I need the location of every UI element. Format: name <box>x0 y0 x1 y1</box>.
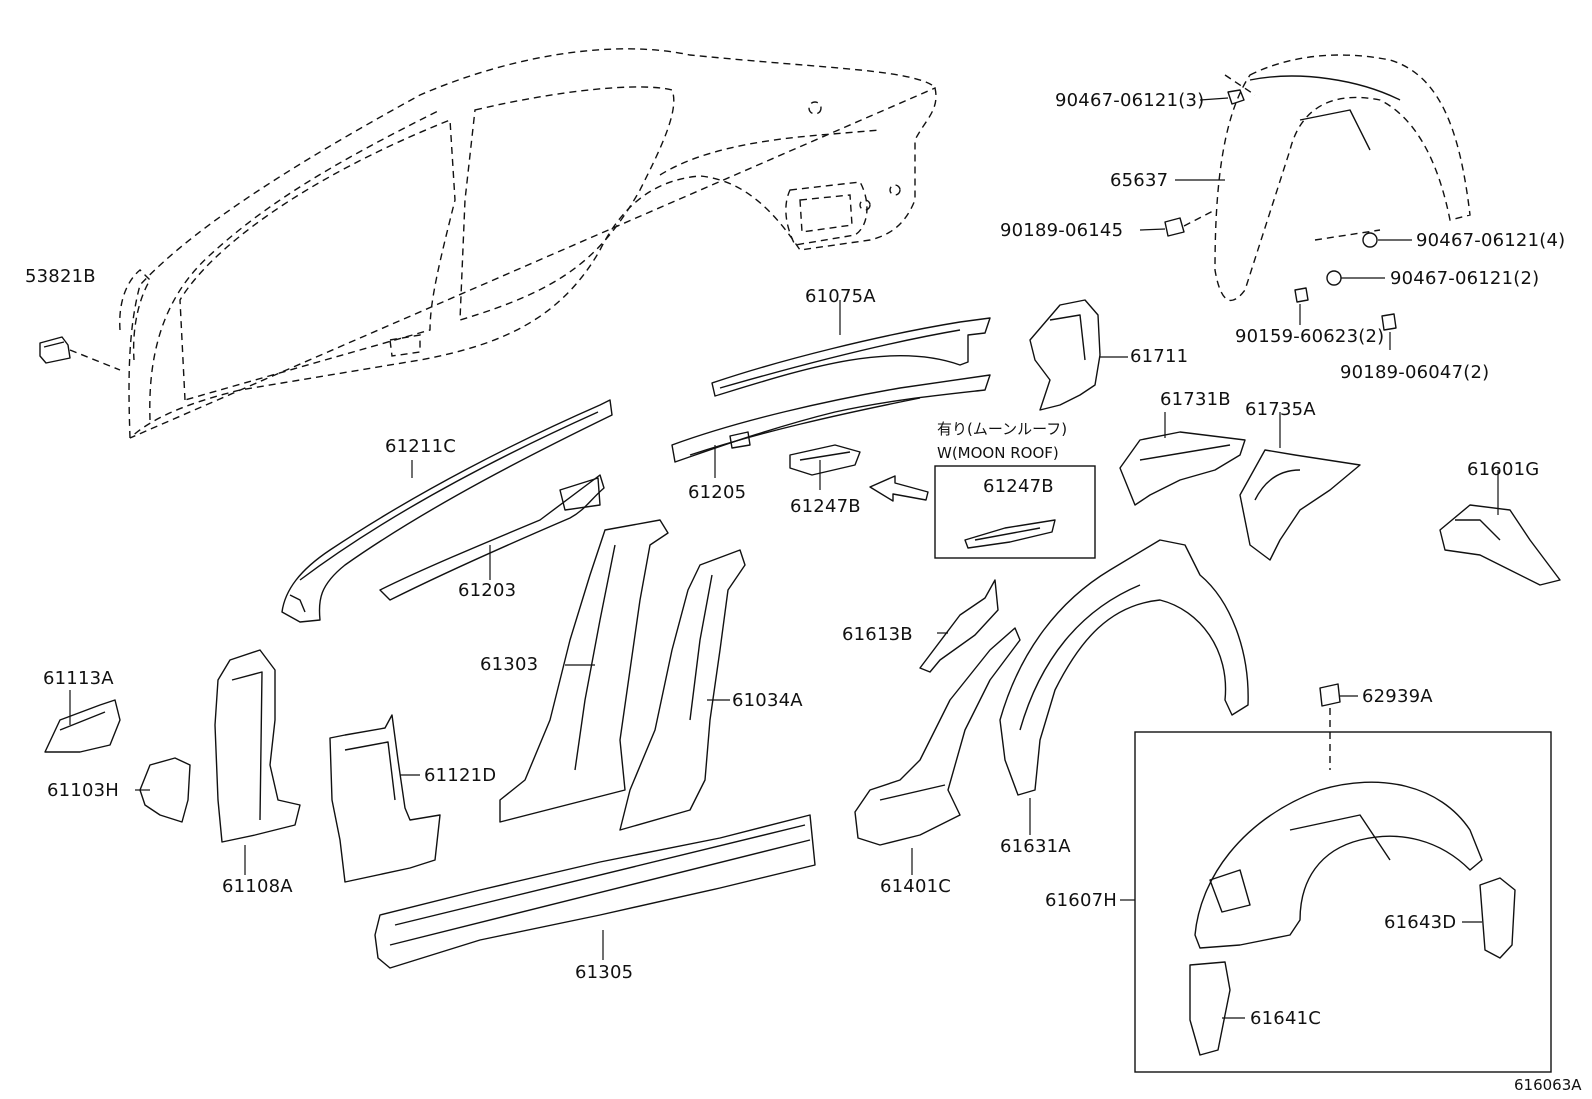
label-61121D: 61121D <box>424 765 496 786</box>
fastener-90467-2 <box>1326 270 1342 286</box>
part-62939A <box>1319 683 1341 770</box>
label-61641C: 61641C <box>1250 1008 1321 1029</box>
label-61607H: 61607H <box>1045 890 1117 911</box>
moon-roof-note-jp: 有り(ムーンルーフ) <box>937 420 1067 438</box>
label-61305: 61305 <box>575 962 633 983</box>
part-61203 <box>379 474 605 601</box>
box-61607H <box>1134 731 1552 1073</box>
fastener-90467-3 <box>1227 89 1245 105</box>
part-61108A <box>214 649 301 843</box>
label-61247B-moonroof: 61247B <box>983 476 1054 497</box>
moon-roof-note-en: W(MOON ROOF) <box>937 444 1059 462</box>
part-61631A <box>999 539 1249 796</box>
body-side-outer-panel <box>119 48 937 439</box>
part-53821B <box>39 336 121 371</box>
labels: 53821B 61211C 61203 61075A 61205 61247B … <box>25 90 1582 1094</box>
label-61631A: 61631A <box>1000 836 1071 857</box>
leader-lines <box>69 97 1499 1019</box>
part-61075A <box>711 317 991 397</box>
label-61203: 61203 <box>458 580 516 601</box>
diagram-id: 616063A <box>1514 1076 1582 1094</box>
label-61613B: 61613B <box>842 624 913 645</box>
label-65637: 65637 <box>1110 170 1168 191</box>
part-61211C <box>281 399 613 623</box>
part-65637 <box>1214 54 1471 302</box>
label-61731B: 61731B <box>1160 389 1231 410</box>
label-61643D: 61643D <box>1384 912 1456 933</box>
fastener-90159 <box>1294 287 1309 303</box>
part-61401C <box>854 627 1021 846</box>
part-61613B <box>919 579 999 673</box>
label-90189-06145: 90189-06145 <box>1000 220 1123 241</box>
label-61211C: 61211C <box>385 436 456 457</box>
label-61601G: 61601G <box>1467 459 1539 480</box>
label-90189-06047-2: 90189-06047(2) <box>1340 362 1489 383</box>
part-61034A <box>619 549 746 831</box>
label-61113A: 61113A <box>43 668 114 689</box>
part-61303 <box>499 519 669 823</box>
label-61711: 61711 <box>1130 346 1188 367</box>
part-61305 <box>374 814 816 969</box>
fastener-90467-4 <box>1362 232 1378 248</box>
part-61113A <box>44 699 121 753</box>
label-61108A: 61108A <box>222 876 293 897</box>
part-61735A <box>1239 449 1361 561</box>
label-61034A: 61034A <box>732 690 803 711</box>
label-61401C: 61401C <box>880 876 951 897</box>
part-61601G <box>1439 504 1561 586</box>
label-61247B-main: 61247B <box>790 496 861 517</box>
label-62939A: 62939A <box>1362 686 1433 707</box>
label-90467-06121-3: 90467-06121(3) <box>1055 90 1204 111</box>
label-53821B: 53821B <box>25 266 96 287</box>
part-61103H <box>139 757 191 823</box>
arrow-61247B <box>869 475 929 502</box>
fastener-90189-06047 <box>1381 313 1397 331</box>
part-61247B <box>789 444 861 476</box>
fastener-90189-06145 <box>1164 209 1216 237</box>
part-61731B <box>1119 431 1246 506</box>
part-61711 <box>1029 299 1101 411</box>
label-90159-60623-2: 90159-60623(2) <box>1235 326 1384 347</box>
label-61205: 61205 <box>688 482 746 503</box>
label-90467-06121-2: 90467-06121(2) <box>1390 268 1539 289</box>
label-61303: 61303 <box>480 654 538 675</box>
label-61075A: 61075A <box>805 286 876 307</box>
part-61205 <box>671 374 991 463</box>
label-90467-06121-4: 90467-06121(4) <box>1416 230 1565 251</box>
part-61121D <box>329 714 441 883</box>
moon-roof-box <box>934 465 1096 559</box>
label-61735A: 61735A <box>1245 399 1316 420</box>
label-61103H: 61103H <box>47 780 119 801</box>
